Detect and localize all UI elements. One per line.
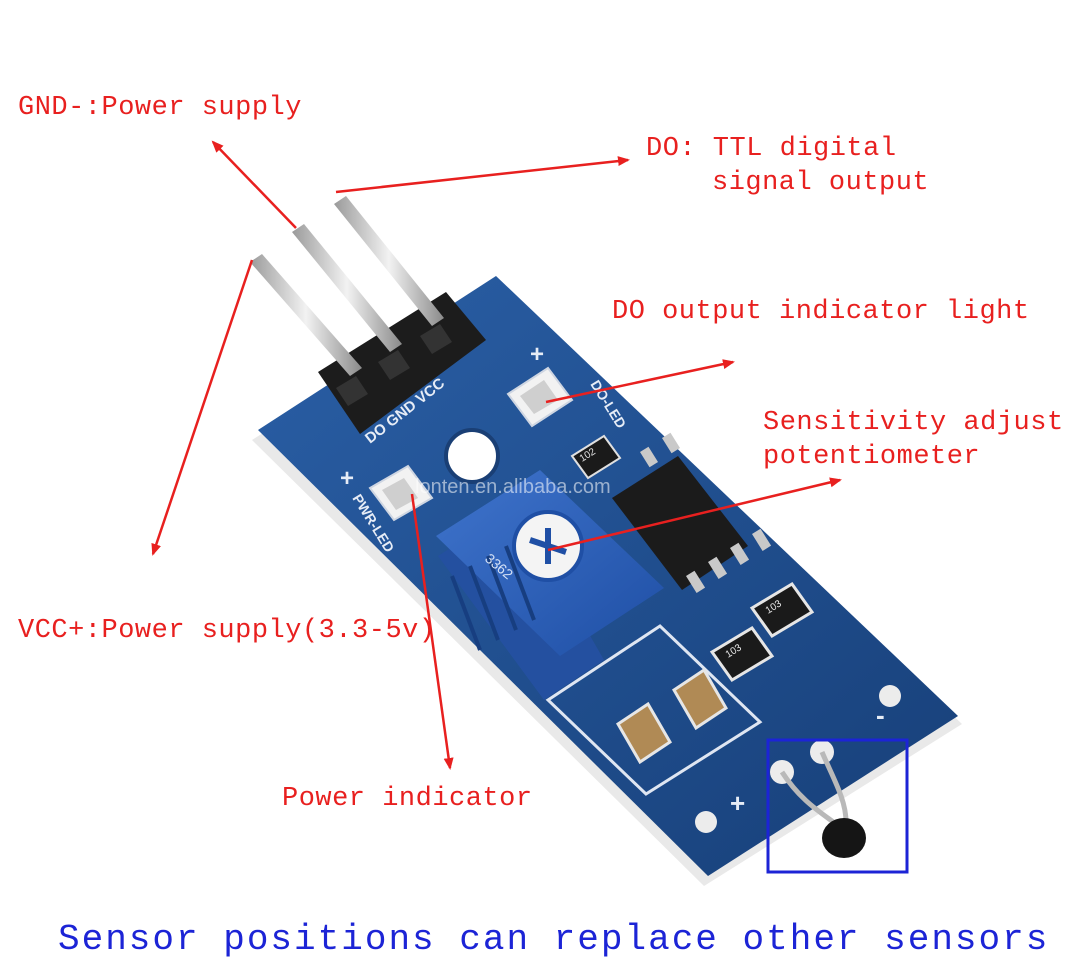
label-do-line2: signal output xyxy=(646,166,929,200)
label-sens-line2: potentiometer xyxy=(763,440,1064,474)
watermark: lonten.en.alibaba.com xyxy=(415,476,611,499)
thermistor-bead xyxy=(822,818,866,858)
pin-gnd xyxy=(292,224,402,352)
label-sensitivity: Sensitivity adjust potentiometer xyxy=(763,406,1064,474)
pad-top xyxy=(879,685,901,707)
label-gnd: GND-:Power supply xyxy=(18,91,302,125)
silk-plus-do: + xyxy=(530,341,544,368)
pin-do xyxy=(334,196,444,326)
pad-bottom xyxy=(695,811,717,833)
silk-plus-therm: + xyxy=(730,788,745,818)
pin-vcc xyxy=(250,254,362,376)
label-vcc: VCC+:Power supply(3.3-5v) xyxy=(18,614,436,648)
label-sens-line1: Sensitivity adjust xyxy=(763,406,1064,440)
arrow-vcc xyxy=(153,260,252,554)
label-do-led: DO output indicator light xyxy=(612,295,1030,329)
silk-plus-pwr: + xyxy=(340,465,354,492)
mounting-hole xyxy=(446,430,498,482)
label-do: DO: TTL digital signal output xyxy=(646,132,929,200)
arrow-gnd xyxy=(213,142,296,228)
label-do-line1: DO: TTL digital xyxy=(646,132,929,166)
arrow-do xyxy=(336,160,628,192)
caption: Sensor positions can replace other senso… xyxy=(58,914,1049,966)
label-power-indicator: Power indicator xyxy=(282,782,533,816)
